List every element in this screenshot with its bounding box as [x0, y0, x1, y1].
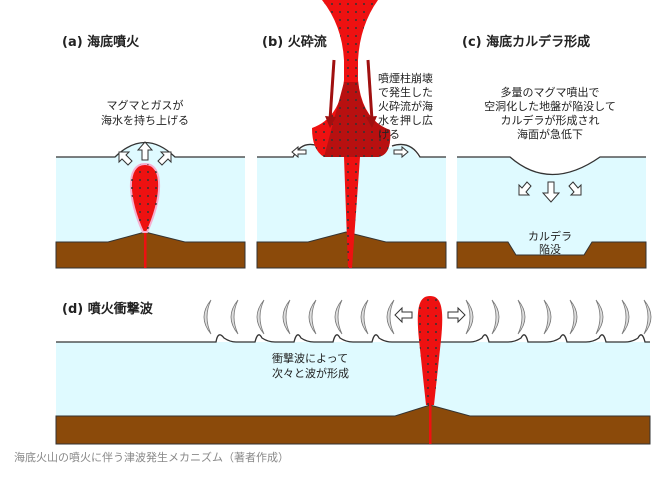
- left-arrow-icon: [291, 145, 307, 159]
- panel-c-label-line: 多量のマグマ噴出で: [501, 85, 600, 99]
- panel-b-label-line: 水を押し広: [378, 113, 433, 127]
- shockwave-crescents: [203, 299, 652, 335]
- column-dots: [312, 0, 391, 268]
- shockwave-crescent: [386, 299, 395, 335]
- right-arrow-icon: [447, 306, 466, 324]
- panel-c-label-line: カルデラが形成され: [501, 113, 600, 127]
- panel-d-label-line: 次々と波が形成: [272, 366, 349, 380]
- up-arrow-icon: [136, 141, 154, 161]
- caldera-label: カルデラ: [528, 229, 572, 243]
- shockwave-crescent: [465, 299, 474, 335]
- panel-c-caldera-formation: (c) 海底カルデラ形成 多量のマグマ噴出で 空洞化した地盤が陥没して カルデラ…: [456, 34, 647, 269]
- shockwave-crescent: [360, 299, 369, 335]
- down-arrow-left-icon: [328, 59, 336, 121]
- shockwave-crescent: [595, 299, 604, 335]
- panel-a-submarine-eruption: (a) 海底噴火 マグマとガスが 海水を持ち上げる: [55, 34, 246, 269]
- shockwave-crescent: [203, 299, 212, 335]
- seabed: [55, 404, 651, 445]
- panel-d-eruption-shockwave: (d) 噴火衝撃波 衝撃波によって 次々と波が形成: [55, 296, 652, 445]
- shockwave-crescent: [491, 299, 500, 335]
- down-right-arrow-icon: [568, 181, 582, 196]
- shockwave-crescent: [621, 299, 630, 335]
- up-right-arrow-icon: [157, 151, 172, 166]
- seabed: [55, 231, 246, 269]
- shockwave-crescent: [256, 299, 265, 335]
- panel-a-label-line: マグマとガスが: [107, 98, 184, 112]
- panel-a-label-line: 海水を持ち上げる: [101, 113, 189, 127]
- caldera-seabed: [456, 241, 647, 269]
- sea-water: [457, 157, 646, 268]
- shockwave-crescent: [517, 299, 526, 335]
- panel-a-title: (a) 海底噴火: [62, 34, 140, 50]
- magma-conduit: [429, 405, 432, 444]
- plume-dots: [130, 164, 160, 232]
- panel-b-label-line: げる: [378, 128, 400, 141]
- panel-b-label-line: で発生した: [378, 85, 433, 99]
- collapse-label: 陥没: [539, 242, 561, 256]
- shockwave-crescent: [569, 299, 578, 335]
- up-left-arrow-icon: [118, 151, 133, 166]
- left-arrow-icon: [394, 306, 413, 324]
- panel-b-pyroclastic-flow: (b) 火砕流 噴煙柱崩壊 で発生した 火砕流が海 水を押し広 げる: [256, 0, 447, 269]
- panel-b-label-line: 噴煙柱崩壊: [378, 71, 433, 85]
- panel-b-title: (b) 火砕流: [262, 34, 327, 50]
- down-arrow-icon: [541, 181, 561, 203]
- plume-dots: [417, 296, 443, 405]
- panel-c-label-line: 海面が急低下: [517, 127, 583, 141]
- panel-b-label-line: 火砕流が海: [378, 99, 433, 113]
- magma-conduit: [144, 232, 147, 268]
- arrowhead: [325, 116, 336, 128]
- down-arrow-right-icon: [366, 59, 374, 121]
- panel-d-label-line: 衝撃波によって: [272, 351, 348, 365]
- shockwave-crescent: [282, 299, 291, 335]
- panel-d-title: (d) 噴火衝撃波: [62, 301, 154, 317]
- shockwave-crescent: [543, 299, 552, 335]
- panel-c-title: (c) 海底カルデラ形成: [462, 34, 590, 50]
- shockwave-crescent: [230, 299, 239, 335]
- sea-surface: [457, 156, 646, 176]
- panel-c-label-line: 空洞化した地盤が陥没して: [484, 99, 616, 113]
- sea-surface: [56, 334, 650, 343]
- shockwave-crescent: [334, 299, 343, 335]
- shockwave-crescent: [308, 299, 317, 335]
- down-left-arrow-icon: [518, 181, 532, 196]
- arrowhead: [366, 116, 377, 128]
- figure-caption: 海底火山の噴火に伴う津波発生メカニズム（著者作成）: [14, 450, 289, 464]
- shockwave-crescent: [643, 299, 652, 335]
- right-arrow-icon: [393, 145, 409, 159]
